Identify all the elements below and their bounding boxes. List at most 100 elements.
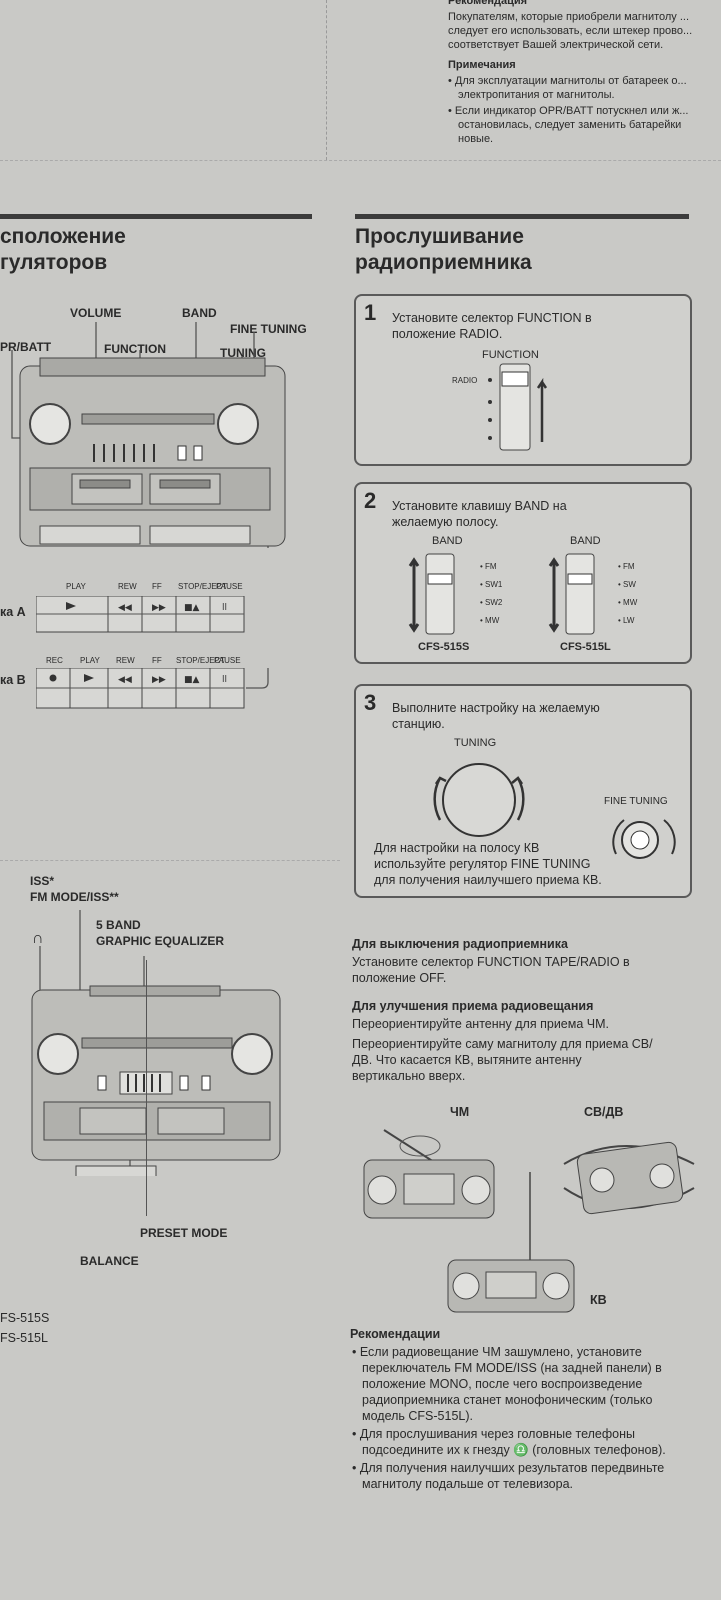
band-label: BAND (182, 306, 217, 320)
deck-a-play-label: PLAY (66, 582, 86, 591)
improve-text: вертикально вверх. (352, 1069, 466, 1083)
function-selector-icon (488, 363, 548, 451)
svg-text:■▲: ■▲ (184, 603, 200, 613)
deck-a-rew-label: REW (118, 582, 137, 591)
step-1-box: 1 Установите селектор FUNCTION в положен… (354, 294, 692, 466)
svg-text:◀◀: ◀◀ (118, 603, 132, 613)
tuning-fig-label: TUNING (454, 737, 497, 749)
deck-b-pause-label: PAUSE (214, 656, 241, 665)
section-title-line2: радиоприемника (355, 251, 532, 274)
improve-heading: Для улучшения приема радиовещания (352, 999, 594, 1013)
band-option: • SW2 (480, 598, 503, 607)
sw-fig-label: КВ (590, 1293, 607, 1307)
deck-b-play-label: PLAY (80, 656, 100, 665)
note-line: остановилась, следует заменить батарейки (458, 119, 682, 131)
notes-heading: Примечания (448, 59, 516, 71)
model-label: FS-515L (0, 1331, 48, 1345)
step-text: Установите селектор FUNCTION в (392, 311, 592, 325)
tip-line: подсоедините их к гнезду ♎ (головных тел… (362, 1443, 666, 1457)
deck-b-ff-label: FF (152, 656, 162, 665)
band-switch-l-icon (548, 553, 595, 635)
improve-text: Переориентируйте саму магнитолу для прие… (352, 1037, 653, 1051)
recommendation-line: соответствует Вашей электрической сети. (448, 39, 664, 51)
step-note: используйте регулятор FINE TUNING (374, 857, 591, 871)
deck-a-ff-label: FF (152, 582, 162, 591)
tip-line: магнитолу подальше от телевизора. (362, 1477, 574, 1491)
step-note: Для настройки на полосу КВ (374, 841, 540, 855)
recommendation-heading: Рекомендация (448, 0, 528, 7)
band-option: • FM (480, 562, 497, 571)
tip-line: положение MONO, после чего воспроизведен… (362, 1377, 643, 1391)
deck-a-label: ка A (0, 605, 26, 619)
band-label-l: BAND (570, 535, 601, 547)
fm-fig-label: ЧМ (450, 1105, 470, 1119)
recommendation-line: следует его использовать, если штекер пр… (448, 25, 693, 37)
deck-b-rec-label: REC (46, 656, 63, 665)
step-3-box: 3 Выполните настройку на желаемую станци… (354, 684, 692, 898)
deck-b-label: ка B (0, 673, 26, 687)
radio-position-label: RADIO (452, 376, 478, 385)
band-option: • MW (480, 616, 500, 625)
section-title-line2: гуляторов (0, 251, 108, 274)
turn-off-text: положение OFF. (352, 971, 447, 985)
step-number: 1 (364, 300, 377, 325)
tip-line: • Если радиовещание ЧМ зашумлено, устано… (352, 1345, 642, 1359)
balance-label: BALANCE (80, 1254, 139, 1268)
mwlw-fig-label: СВ/ДВ (584, 1105, 624, 1119)
svg-text:ll: ll (222, 603, 227, 613)
model-l-label: CFS-515L (560, 641, 611, 653)
model-s-label: CFS-515S (418, 641, 470, 653)
section-title-line1: Прослушивание (355, 225, 524, 248)
eq-pointer-line (146, 960, 147, 1216)
band-option: • SW1 (480, 580, 503, 589)
fine-tuning-knob-icon (612, 819, 676, 859)
tip-line: радиоприемника станет монофоническим (то… (362, 1393, 653, 1407)
section-rule (0, 214, 312, 219)
headphones-icon: ∩ (32, 930, 44, 947)
note-line: электропитания от магнитолы. (458, 89, 615, 101)
antenna-orientation-illustration (363, 1129, 695, 1313)
tip-line: модель CFS-515L). (362, 1409, 473, 1423)
section-rule (355, 214, 689, 219)
svg-text:■▲: ■▲ (184, 675, 200, 685)
preset-mode-label: PRESET MODE (140, 1226, 228, 1240)
step-number: 3 (364, 690, 377, 715)
fine-tuning-label: FINE TUNING (230, 322, 307, 336)
deck-a-stop-label: STOP/EJECT (178, 582, 228, 591)
fold-line (0, 160, 721, 161)
step-note: для получения наилучшего приема КВ. (374, 873, 602, 887)
step-text: положение RADIO. (392, 327, 503, 341)
improve-text: ДВ. Что касается КВ, вытяните антенну (352, 1053, 582, 1067)
band-switch-s-icon (408, 553, 455, 635)
fold-line (326, 0, 327, 160)
section-title-line1: сположение (0, 225, 126, 248)
note-line: новые. (458, 133, 494, 145)
iss-label: ISS* (30, 874, 55, 888)
model-label: FS-515S (0, 1311, 50, 1325)
deck-b-rew-label: REW (116, 656, 135, 665)
boombox-back-illustration (31, 910, 281, 1176)
deck-b-buttons: ◀◀ ▶▶ ■▲ ll (36, 668, 269, 709)
tip-line: • Для прослушивания через головные телеф… (352, 1427, 635, 1441)
turn-off-heading: Для выключения радиоприемника (352, 937, 568, 951)
band-option: • FM (618, 562, 635, 571)
band-label-s: BAND (432, 535, 463, 547)
fm-mode-iss-label: FM MODE/ISS** (30, 890, 119, 904)
deck-a-buttons: ◀◀ ▶▶ ■▲ ll (36, 596, 245, 633)
deck-a-pause-label: PAUSE (216, 582, 243, 591)
tips-heading: Рекомендации (350, 1327, 441, 1341)
fine-tuning-fig-label: FINE TUNING (604, 796, 668, 807)
fold-line (0, 860, 340, 861)
volume-label: VOLUME (70, 306, 122, 320)
equalizer-label-line1: 5 BAND (96, 918, 141, 932)
deck-b-stop-label: STOP/EJECT (176, 656, 226, 665)
band-option: • SW (618, 580, 636, 589)
note-line: • Для эксплуатации магнитолы от батареек… (448, 75, 687, 87)
svg-text:ll: ll (222, 675, 227, 685)
svg-text:▶▶: ▶▶ (152, 603, 166, 613)
band-option: • MW (618, 598, 638, 607)
step-text: станцию. (392, 717, 445, 731)
step-number: 2 (364, 488, 377, 513)
improve-text: Переориентируйте антенну для приема ЧМ. (352, 1017, 609, 1031)
function-fig-label: FUNCTION (482, 349, 539, 361)
